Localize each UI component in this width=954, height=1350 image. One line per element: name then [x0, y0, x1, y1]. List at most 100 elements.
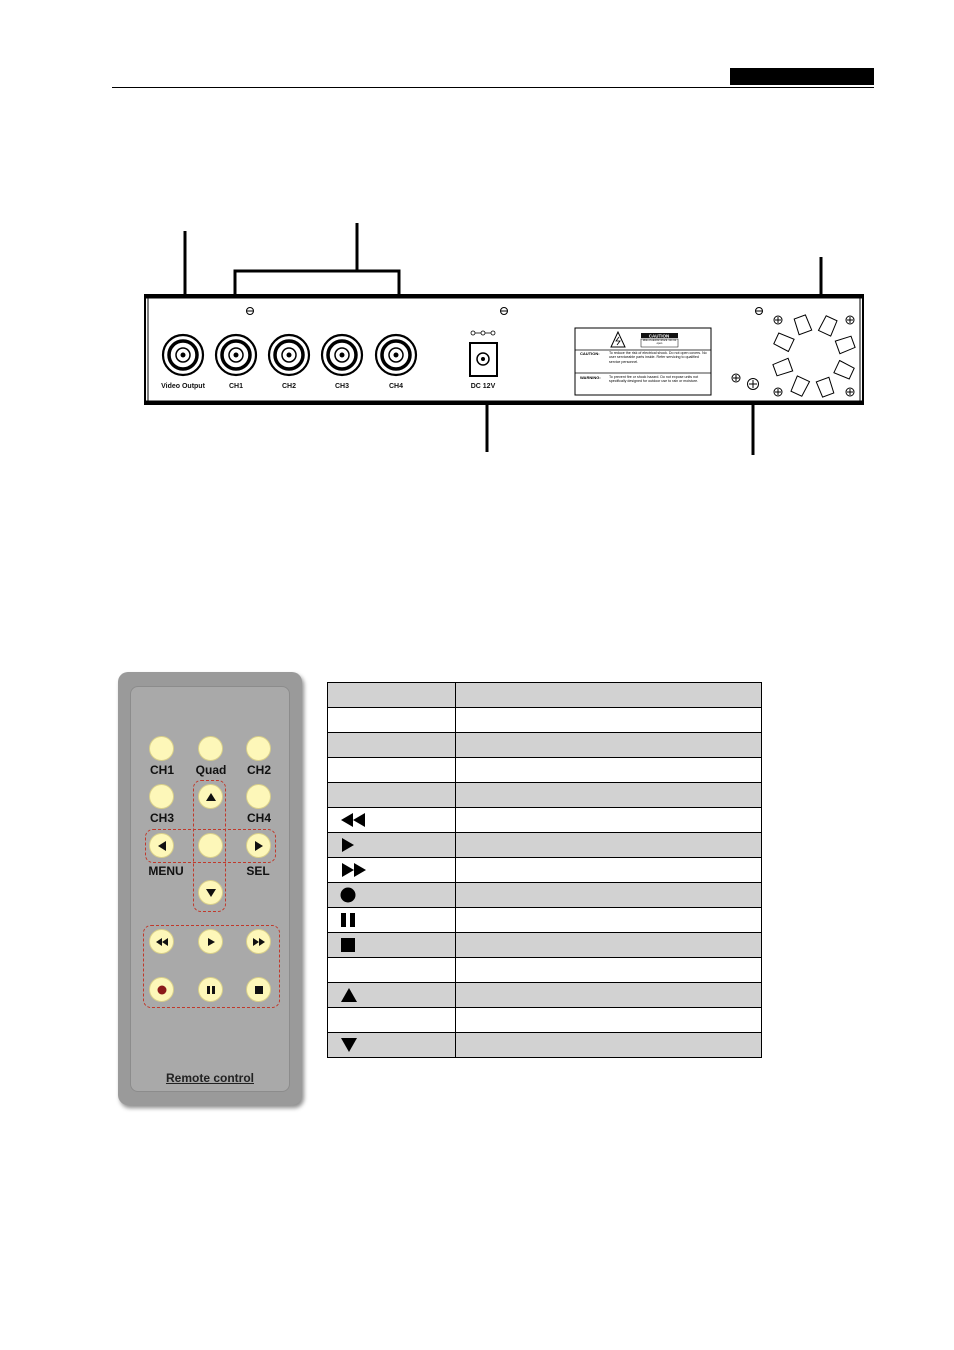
- fan-slot: [793, 314, 813, 336]
- fan-slot: [833, 359, 855, 380]
- play-button: [198, 929, 223, 954]
- table-row: [327, 757, 762, 783]
- ch2-port-icon: [267, 333, 311, 377]
- fan-vent-icon: [772, 314, 856, 398]
- key-description-cell: [455, 982, 762, 1008]
- ch3-button: [149, 784, 174, 809]
- record-icon: [340, 887, 356, 903]
- pause-button: [198, 977, 223, 1002]
- key-description-cell: [455, 932, 762, 958]
- down-arrow-icon: [205, 888, 216, 897]
- ch4-button: [246, 784, 271, 809]
- table-row: [327, 707, 762, 733]
- key-symbol-cell: [327, 1007, 456, 1033]
- key-description-cell: [455, 807, 762, 833]
- port-label-ch4: CH4: [389, 383, 403, 390]
- table-row: [327, 832, 762, 858]
- ch1-button: [149, 736, 174, 761]
- key-symbol-cell: [327, 982, 456, 1008]
- key-symbol-cell: [327, 682, 456, 708]
- ch4-label: CH4: [246, 811, 271, 825]
- right-button: [246, 833, 271, 858]
- key-description-cell: [455, 732, 762, 758]
- fan-slot: [817, 315, 838, 337]
- table-row: [327, 1007, 762, 1033]
- fan-slot: [790, 375, 811, 397]
- record-button: [149, 977, 174, 1002]
- key-symbol-cell: [327, 732, 456, 758]
- pause-icon: [206, 985, 215, 994]
- ch3-port-icon: [320, 333, 364, 377]
- fast-forward-button: [246, 929, 271, 954]
- key-description-cell: [455, 882, 762, 908]
- caution-body-label: CAUTION:: [580, 351, 600, 356]
- key-symbol-cell: [327, 907, 456, 933]
- panel-chassis: [144, 294, 864, 405]
- port-label-ch3: CH3: [335, 383, 349, 390]
- key-description-cell: [455, 757, 762, 783]
- caution-label: CAUTION Risk of electric shock. Do not o…: [574, 327, 712, 396]
- fan-slot: [773, 332, 795, 353]
- ch2-label: CH2: [246, 763, 271, 777]
- key-symbol-cell: [327, 807, 456, 833]
- stop-button: [246, 977, 271, 1002]
- key-description-cell: [455, 707, 762, 733]
- key-symbol-cell: [327, 782, 456, 808]
- table-row: [327, 1032, 762, 1058]
- remote-control-image: CH1 Quad CH2 CH3 CH4 MENU SEL Remote con…: [118, 672, 303, 1106]
- header-black-bar: [730, 68, 874, 85]
- table-row: [327, 957, 762, 983]
- pause-icon: [341, 913, 355, 927]
- down-button: [198, 880, 223, 905]
- fan-slot: [834, 335, 856, 355]
- key-symbol-cell: [327, 1032, 456, 1058]
- table-row: [327, 732, 762, 758]
- record-icon: [157, 985, 166, 994]
- remote-key-table: [327, 682, 762, 1058]
- key-symbol-cell: [327, 932, 456, 958]
- remote-title: Remote control: [165, 1071, 254, 1085]
- ch2-button: [246, 736, 271, 761]
- up-arrow-icon: [205, 792, 216, 801]
- ground-terminal-icon: [731, 373, 759, 390]
- warning-triangle-icon: [610, 330, 626, 348]
- table-row: [327, 982, 762, 1008]
- rewind-icon: [155, 937, 168, 946]
- play-icon: [207, 937, 215, 946]
- key-description-cell: [455, 1032, 762, 1058]
- fan-slot: [815, 376, 835, 398]
- fast-forward-icon: [342, 863, 366, 877]
- video-output-port-icon: [161, 333, 205, 377]
- ch3-label: CH3: [149, 811, 174, 825]
- key-symbol-cell: [327, 707, 456, 733]
- port-label-ch2: CH2: [282, 383, 296, 390]
- key-symbol-cell: [327, 957, 456, 983]
- right-arrow-icon: [254, 840, 263, 851]
- up-button: [198, 784, 223, 809]
- key-description-cell: [455, 857, 762, 883]
- caution-subtext: Risk of electric shock. Do not open: [642, 339, 677, 345]
- left-button: [149, 833, 174, 858]
- caution-body-text: To reduce the risk of electrical shock. …: [609, 351, 707, 364]
- quad-button: [198, 736, 223, 761]
- fan-slot: [772, 357, 794, 377]
- play-icon: [342, 838, 354, 852]
- playback-group-outline: [143, 925, 280, 1008]
- dpad-vertical-outline: [193, 780, 226, 912]
- key-symbol-cell: [327, 882, 456, 908]
- table-row: [327, 807, 762, 833]
- warning-body-text: To prevent fire or shock hazard. Do not …: [609, 375, 699, 384]
- quad-label: Quad: [195, 763, 227, 777]
- port-label-ch1: CH1: [229, 383, 243, 390]
- header-rule: [112, 87, 874, 88]
- rewind-icon: [341, 813, 365, 827]
- key-description-cell: [455, 907, 762, 933]
- key-description-cell: [455, 957, 762, 983]
- dc-label: DC 12V: [471, 383, 496, 390]
- table-row: [327, 782, 762, 808]
- key-description-cell: [455, 682, 762, 708]
- dc-jack-icon: [469, 330, 498, 377]
- table-row: [327, 932, 762, 958]
- rear-panel-diagram: Video Output CH1 CH2 CH3 CH4 DC 12V CAUT…: [144, 223, 864, 455]
- warning-body-label: WARNING:: [580, 375, 601, 380]
